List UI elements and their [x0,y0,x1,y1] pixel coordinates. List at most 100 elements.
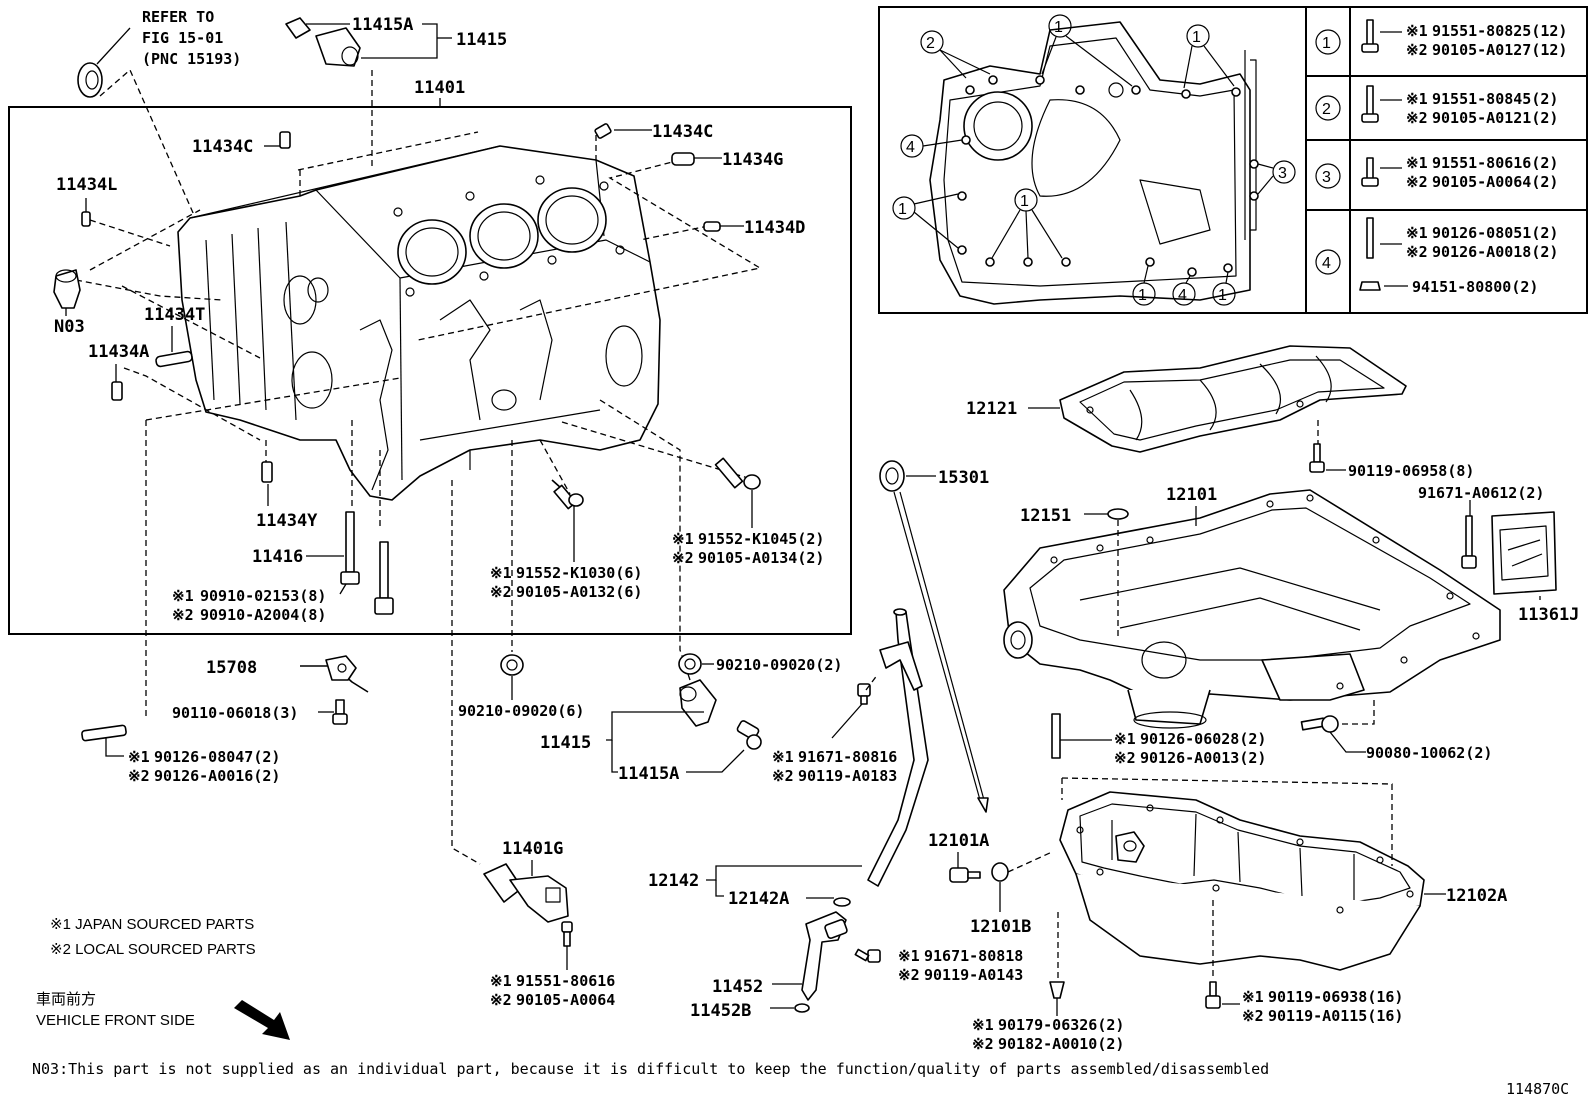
legend-2-mark2: ※2 [1406,109,1428,127]
mark-80818-2: ※2 [898,966,920,984]
label-11361J: 11361J [1518,605,1579,625]
label-11434G: 11434G [722,150,783,170]
bolt-90210-6: 90210-09020(6) [458,702,584,720]
note-japan: ※1 JAPAN SOURCED PARTS [50,916,254,933]
stud-90126-08047-icon [81,724,127,742]
label-11415A-top: 11415A [352,15,413,35]
crank-position-sensor-icon [483,863,569,923]
bolt-90110-icon [332,699,348,725]
oil-pan-upper-icon [1003,489,1501,729]
stud-90126-06028-icon [1051,713,1061,759]
label-11452: 11452 [712,977,763,997]
label-11452B: 11452B [690,1001,751,1021]
oil-pressure-sensor-top-icon [285,17,361,67]
mark-08047-1: ※1 [128,748,150,766]
mark-11416-2: ※2 [172,606,194,624]
refer-line-2: FIG 15-01 [142,29,223,47]
bolt-91671-A0612-icon [1461,515,1477,569]
o-ring-12151-icon [1107,508,1129,520]
legend-num-1: 1 [1322,35,1331,52]
label-11434A: 11434A [88,342,149,362]
oil-pressure-sensor-bottom-icon [679,679,762,750]
label-12101A: 12101A [928,831,989,851]
legend-2-line1: 91551-80845(2) [1432,90,1558,108]
dipstick-tube-lower-icon [801,911,848,1001]
bolt-90080-10062-icon [1300,715,1339,733]
bolt-06028-2: 90126-A0013(2) [1140,749,1266,767]
legend-4-mark1: ※1 [1406,224,1428,242]
inset-callout-1b: 1 [1192,29,1201,46]
legend-num-2: 2 [1322,101,1331,118]
oil-jet-icon [300,655,369,693]
legend-4-mark2: ※2 [1406,243,1428,261]
inset-callout-1e: 1 [1138,287,1147,304]
bolt-90179-1: 90179-06326(2) [998,1016,1124,1034]
mark-k1045-2: ※2 [672,549,694,567]
mark-90179-2: ※2 [972,1035,994,1053]
legend-4-line3: 94151-80800(2) [1412,278,1538,296]
label-12142A: 12142A [728,889,789,909]
oil-dipstick-icon [879,460,989,813]
note-front-jp: 車両前方 [36,991,96,1008]
mark-06938-2: ※2 [1242,1007,1264,1025]
bolt-06938-1: 90119-06938(16) [1268,988,1403,1006]
refer-line-1: REFER TO [142,8,214,26]
mark-80816-2: ※2 [772,767,794,785]
mark-k1045-1: ※1 [672,530,694,548]
cylinder-block-icon [177,145,661,501]
mark-k1030-2: ※2 [490,583,512,601]
mark-06938-1: ※1 [1242,988,1264,1006]
legend-1-mark2: ※2 [1406,41,1428,59]
inset-callout-3: 3 [1278,165,1287,182]
bolt-90179-2: 90182-A0010(2) [998,1035,1124,1053]
mark-80816-1: ※1 [772,748,794,766]
label-11415-top: 11415 [456,30,507,50]
label-12101B: 12101B [970,917,1031,937]
inset-callout-1d: 1 [1020,193,1029,210]
legend-3-mark1: ※1 [1406,154,1428,172]
bolt-k1030-1: 91552-K1030(6) [516,564,642,582]
inset-callouts: 2 1 1 4 1 3 1 1 4 1 [892,14,1296,306]
mark-k1030-1: ※1 [490,564,512,582]
legend-2-mark1: ※1 [1406,90,1428,108]
bolt-location-inset [878,6,1588,314]
label-15301: 15301 [938,468,989,488]
seal-washer-6-icon [500,654,524,676]
legend-4-line2: 90126-A0018(2) [1432,243,1558,261]
legend-num-4: 4 [1322,255,1331,272]
oil-pan-lower-icon [1059,791,1425,971]
label-11415-bottom: 11415 [540,733,591,753]
inset-callout-2: 2 [926,35,935,52]
inset-callout-1f: 1 [1218,287,1227,304]
bolt-80816-1: 91671-80816 [798,748,897,766]
legend-3-mark2: ※2 [1406,173,1428,191]
inset-callout-1a: 1 [1054,19,1063,36]
bolt-91671-80818-icon [854,948,881,963]
bolt-91552-K1030-icon [551,479,584,510]
mark-80818-1: ※1 [898,947,920,965]
mark-80616-2: ※2 [490,991,512,1009]
bolt-91551-80616-icon [561,921,573,947]
refer-line-3: (PNC 15193) [142,50,241,68]
label-11415A-bottom: 11415A [618,764,679,784]
bolt-80816-2: 90119-A0183 [798,767,897,785]
inset-callout-4a: 4 [906,139,915,156]
bolt-90210-2: 90210-09020(2) [716,656,842,674]
dowel-pin-icons [81,123,721,483]
legend-3-line1: 91551-80616(2) [1432,154,1558,172]
bolt-80616-1: 91551-80616 [516,972,615,990]
bolt-90110: 90110-06018(3) [172,704,298,722]
label-11434C-left: 11434C [192,137,253,157]
nut-90179-icon [1049,981,1065,999]
mark-06028-1: ※1 [1114,730,1136,748]
bolt-91671-A0612: 91671-A0612(2) [1418,484,1544,502]
note-local: ※2 LOCAL SOURCED PARTS [50,941,256,958]
mark-80616-1: ※1 [490,972,512,990]
o-ring-11452B-icon [794,1003,810,1013]
mark-11416-1: ※1 [172,587,194,605]
mark-90179-1: ※1 [972,1016,994,1034]
legend-1-line2: 90105-A0127(12) [1432,41,1567,59]
bolt-80818-2: 90119-A0143 [924,966,1023,984]
inset-bolt-holes [957,75,1259,277]
legend-row-2: 2 ※1 91551-80845(2) ※2 90105-A0121(2) [1315,85,1558,127]
